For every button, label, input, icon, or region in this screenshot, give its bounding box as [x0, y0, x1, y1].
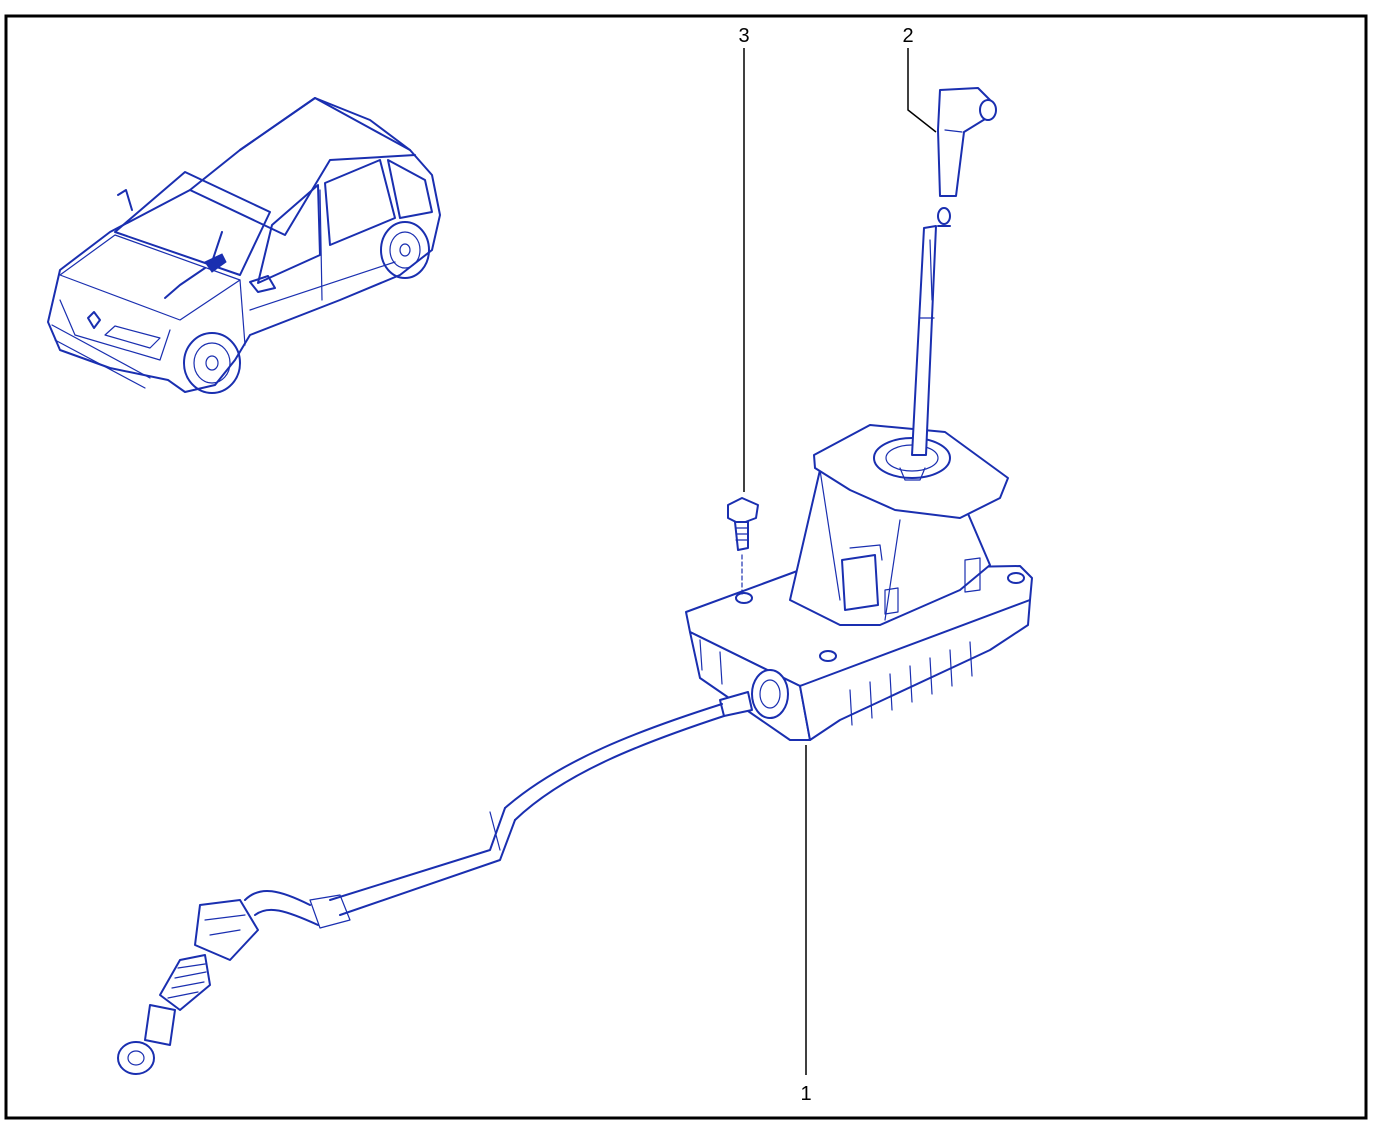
shift-cable [117, 703, 725, 1075]
leader-line-2 [907, 48, 937, 133]
callout-label-1: 1 [800, 1083, 811, 1105]
diagram-frame [4, 14, 1368, 1120]
callout-label-3: 3 [738, 25, 749, 47]
bolt [727, 497, 759, 596]
callout-label-2: 2 [902, 25, 913, 47]
shifter-location-marker [204, 253, 227, 273]
gear-shifter-assembly [685, 87, 1033, 741]
vehicle-location-illustration [47, 97, 441, 394]
